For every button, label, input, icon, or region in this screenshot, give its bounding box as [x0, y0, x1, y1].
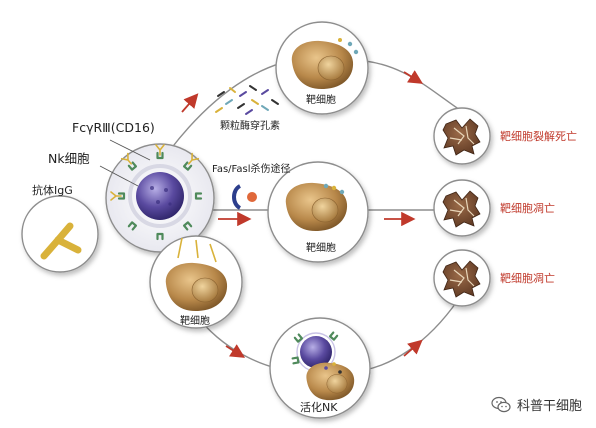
label-death-lysis: 靶细胞裂解死亡	[500, 130, 577, 143]
granule-dots-bottom	[324, 362, 342, 374]
arrow-lower-right	[403, 339, 423, 357]
label-fas-pathway: Fas/Fasl杀伤途径	[212, 164, 291, 175]
watermark: 科普干细胞	[491, 395, 582, 414]
label-activated-nk: 活化NK	[300, 401, 338, 414]
label-target-top: 靶细胞	[306, 95, 336, 106]
label-target-bottom: 靶细胞	[180, 316, 210, 327]
antibody-bridges	[177, 237, 217, 263]
label-granzyme: 颗粒酶穿孔素	[220, 121, 280, 132]
nk-cell	[128, 164, 192, 228]
circle-dead-mid	[433, 179, 491, 237]
label-pointers	[99, 139, 151, 187]
arrow-upper-right	[403, 70, 424, 84]
label-nk-cell: Nk细胞	[48, 151, 90, 166]
granule-dots	[338, 38, 359, 55]
circle-middle	[267, 161, 369, 263]
watermark-text: 科普干细胞	[516, 399, 582, 414]
circle-nk-main	[105, 143, 215, 253]
circle-top	[275, 21, 369, 115]
igg-icon	[40, 222, 82, 260]
arrows	[181, 70, 424, 358]
circle-dead-top	[433, 107, 491, 165]
fas-ligand-icon	[232, 184, 257, 210]
wechat-icon	[491, 396, 511, 412]
circle-dead-bottom	[433, 249, 491, 307]
circle-antibody	[21, 195, 99, 273]
label-antibody: 抗体IgG	[32, 184, 73, 197]
arrow-upper-left	[181, 93, 199, 113]
circle-bottom	[269, 317, 371, 419]
circle-target-left	[149, 235, 243, 329]
label-target-mid: 靶细胞	[306, 243, 336, 254]
fas-receptors	[323, 183, 345, 195]
granzyme-particles	[215, 85, 279, 115]
label-fcr: FcγRⅢ(CD16)	[72, 120, 155, 135]
label-death-apoptosis-1: 靶细胞凋亡	[500, 202, 555, 215]
label-death-apoptosis-2: 靶细胞凋亡	[500, 272, 555, 285]
arrow-lower-left	[225, 344, 246, 358]
